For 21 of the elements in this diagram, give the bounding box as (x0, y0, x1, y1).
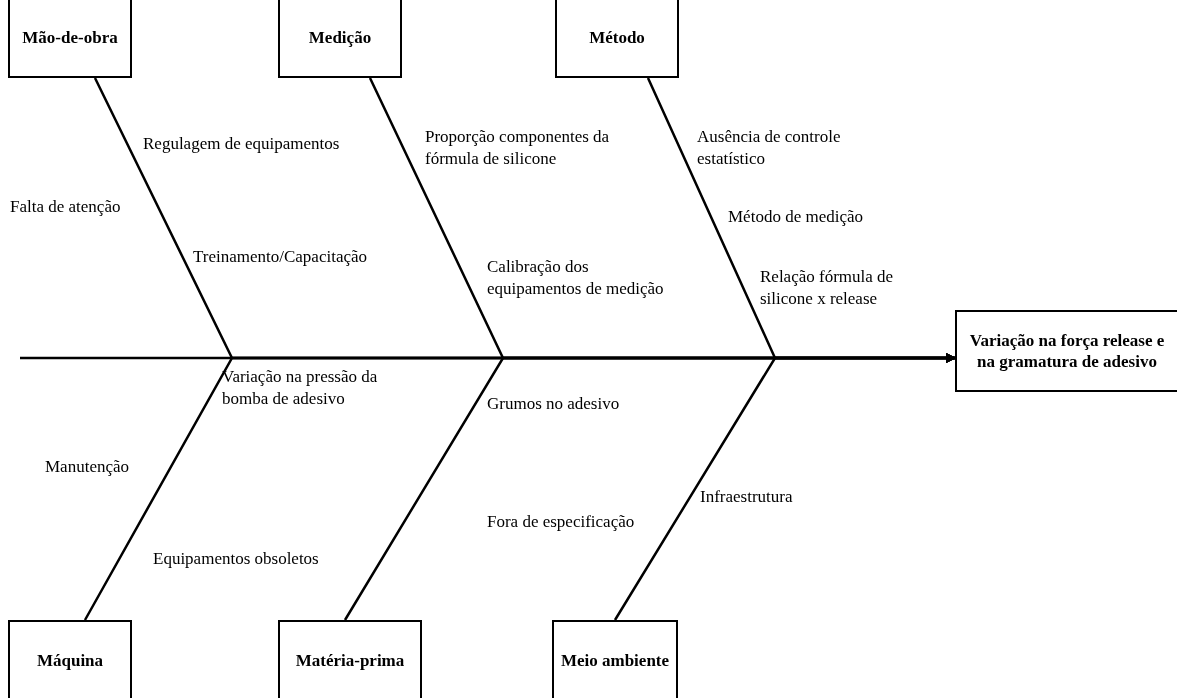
category-box: Medição (278, 0, 402, 78)
cause-label: Fora de especificação (487, 511, 635, 533)
cause-label: Calibração dos equipamentos de medição (487, 256, 665, 301)
cause-label: Manutenção (45, 456, 130, 478)
cause-label: Ausência de controle estatístico (697, 126, 842, 171)
cause-label: Regulagem de equipamentos (143, 133, 340, 155)
cause-label: Grumos no adesivo (487, 393, 620, 415)
category-box: Máquina (8, 620, 132, 698)
cause-label: Variação na pressão da bomba de adesivo (222, 366, 379, 411)
cause-label: Treinamento/Capacitação (193, 246, 368, 268)
cause-label: Método de medição (728, 206, 863, 228)
cause-label: Relação fórmula de silicone x release (760, 266, 895, 311)
cause-label: Falta de atenção (10, 196, 121, 218)
effect-box: Variação na força release e na gramatura de adesivo (955, 310, 1177, 392)
category-box: Matéria-prima (278, 620, 422, 698)
category-box: Mão-de-obra (8, 0, 132, 78)
cause-label: Proporção componentes da fórmula de silicone (425, 126, 611, 171)
cause-label: Infraestrutura (700, 486, 793, 508)
category-box: Método (555, 0, 679, 78)
category-box: Meio ambiente (552, 620, 678, 698)
cause-label: Equipamentos obsoletos (153, 548, 319, 570)
